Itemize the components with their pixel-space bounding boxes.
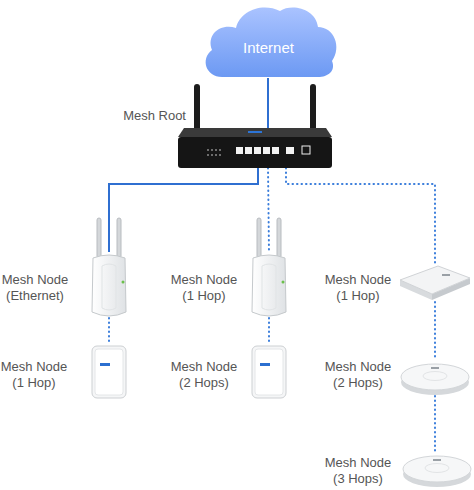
ap-antenna — [97, 218, 101, 258]
status-led — [215, 154, 217, 156]
ceiling-ap-node: Mesh Node (3 Hops) — [402, 452, 468, 488]
status-led — [207, 154, 209, 156]
range-extender-node: Mesh Node (1 Hop) — [91, 345, 127, 399]
ap-led — [122, 281, 125, 284]
ceiling-ap-top — [401, 364, 469, 390]
ap-panel — [262, 264, 276, 310]
range-extender-node: Mesh Node (2 Hops) — [251, 345, 287, 399]
ceiling-ap-node: Mesh Node (2 Hops) — [400, 360, 470, 396]
extender-logo — [100, 363, 110, 366]
status-led — [219, 154, 221, 156]
node-label: Mesh Node (2 Hops) — [167, 359, 241, 391]
access-point-node-shape — [90, 252, 128, 318]
ceiling-ap-node-shape — [400, 266, 470, 302]
node-label: Mesh Node (1 Hop) — [321, 272, 395, 304]
usb-port — [302, 146, 310, 154]
extender-body — [92, 346, 126, 398]
extender-body — [252, 346, 286, 398]
ethernet-port — [272, 147, 279, 154]
status-led — [211, 154, 213, 156]
status-led — [211, 149, 213, 151]
wireless-link — [108, 318, 110, 345]
wireless-link — [268, 318, 270, 345]
router-top — [178, 128, 332, 137]
status-led — [207, 149, 209, 151]
ceiling-ap-top — [403, 456, 471, 482]
ceiling-ap-logo — [433, 459, 441, 461]
router-node: Mesh Root — [178, 128, 332, 168]
access-point-node-shape — [250, 252, 288, 318]
range-extender-node-shape — [251, 345, 287, 399]
node-label: Mesh Node (2 Hops) — [321, 359, 395, 391]
node-label: Mesh Root — [28, 108, 186, 124]
router-node-shape — [178, 128, 332, 168]
ap-body — [252, 255, 286, 316]
ceiling-ap-node-shape — [402, 452, 468, 488]
ethernet-port — [254, 147, 261, 154]
ethernet-link — [109, 168, 258, 252]
node-label: Mesh Node (1 Hop) — [0, 359, 71, 391]
router-logo — [248, 131, 262, 133]
node-label: Mesh Node (1 Hop) — [167, 272, 241, 304]
ap-body — [92, 255, 126, 316]
ceiling-ap-logo — [442, 274, 450, 276]
status-led — [215, 149, 217, 151]
ap-led — [282, 281, 285, 284]
ceiling-ap-node: Mesh Node (1 Hop) — [400, 266, 470, 302]
ceiling-ap-logo — [431, 367, 439, 369]
status-led — [219, 149, 221, 151]
ceiling-ap-ring — [425, 464, 449, 473]
ceiling-ap-node-shape — [400, 360, 470, 396]
router-front — [178, 137, 332, 168]
ap-antenna — [257, 218, 261, 258]
wireless-link — [286, 168, 435, 266]
node-label: Internet — [200, 39, 337, 57]
ap-antenna — [277, 218, 281, 258]
ethernet-link — [267, 78, 269, 128]
access-point-node: Mesh Node (Ethernet) — [90, 252, 128, 318]
ceiling-ap-ring — [423, 372, 447, 381]
wan-port — [286, 147, 294, 154]
range-extender-node-shape — [91, 345, 127, 399]
ap-antenna — [117, 218, 121, 258]
extender-logo — [260, 363, 270, 366]
wireless-link — [434, 396, 436, 452]
cloud-node: Internet — [200, 3, 337, 78]
ethernet-port — [263, 147, 270, 154]
ethernet-port — [245, 147, 252, 154]
wireless-link — [434, 302, 436, 360]
node-label: Mesh Node (3 Hops) — [321, 455, 395, 487]
wireless-link — [268, 168, 269, 252]
access-point-node: Mesh Node (1 Hop) — [250, 252, 288, 318]
router-antenna — [310, 84, 316, 132]
extender-face — [255, 349, 283, 395]
ethernet-port — [236, 147, 243, 154]
ap-panel — [102, 264, 116, 310]
router-antenna — [194, 84, 200, 132]
extender-face — [95, 349, 123, 395]
ceiling-ap-top — [400, 266, 470, 294]
node-label: Mesh Node (Ethernet) — [0, 272, 72, 304]
